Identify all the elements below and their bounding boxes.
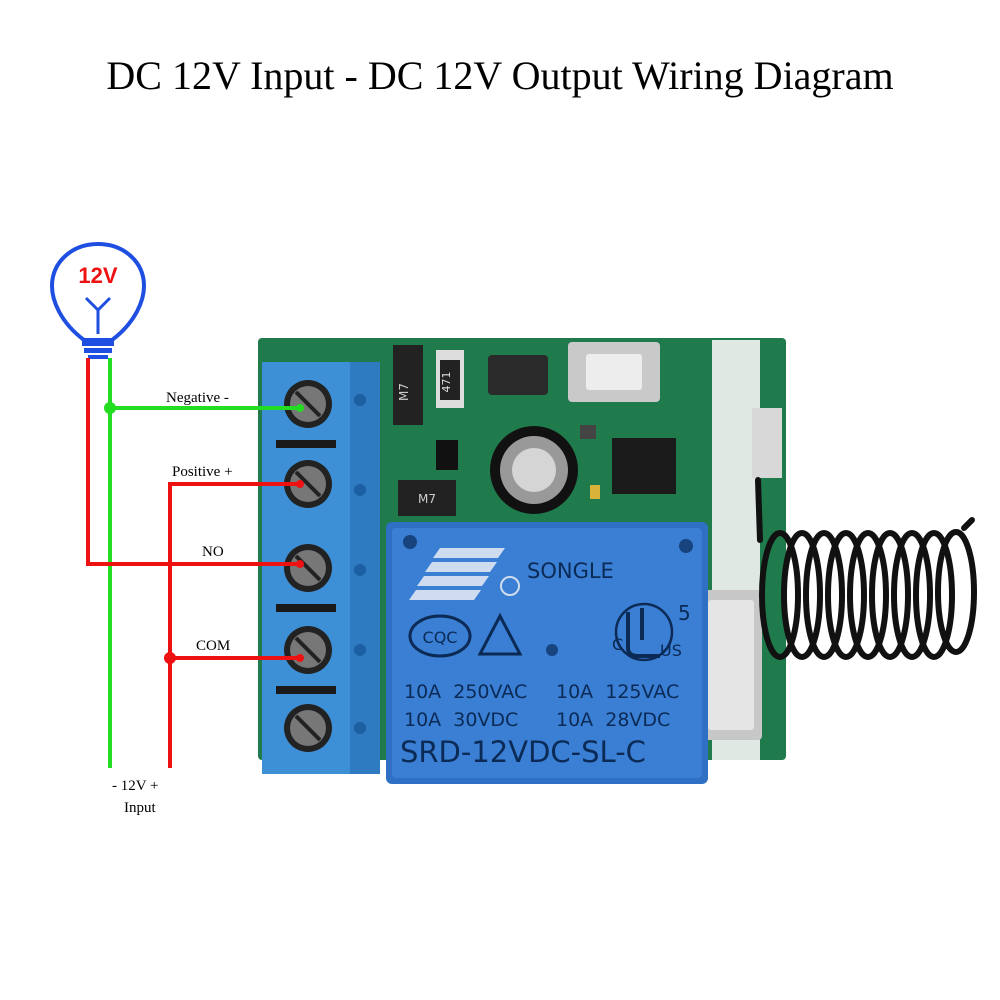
- antenna-coil: [755, 477, 977, 660]
- relay-rating-1-right: 10A 125VAC: [556, 681, 679, 703]
- pcb-component-label: M7: [397, 383, 411, 401]
- cqc-logo-icon: CQC: [408, 614, 472, 658]
- label-com: COM: [196, 638, 230, 654]
- label-negative: Negative -: [166, 390, 229, 406]
- relay-model: SRD-12VDC-SL-C: [400, 735, 646, 769]
- page-title: DC 12V Input - DC 12V Output Wiring Diag…: [106, 53, 894, 98]
- cert-number: 5: [678, 601, 691, 625]
- ul-mark-icon: [614, 602, 674, 662]
- songle-logo-icon: [409, 548, 520, 600]
- relay-rating-1-left: 10A 250VAC: [404, 681, 527, 703]
- relay-brand: SONGLE: [527, 559, 614, 583]
- relay: SONGLE CQC C 5 US 10A 250VAC 10A 125VAC …: [386, 522, 708, 784]
- bulb-voltage-label: 12V: [78, 263, 117, 288]
- red-terminal-contact: [296, 480, 304, 488]
- terminal-screw-1: [284, 380, 332, 428]
- light-bulb-icon: [49, 241, 147, 359]
- label-input-voltage: - 12V +: [112, 778, 159, 794]
- red-terminal-contact: [296, 560, 304, 568]
- terminal-screw-4: [284, 626, 332, 674]
- warning-triangle-icon: [477, 612, 523, 656]
- cert-us-mark: US: [660, 641, 682, 660]
- red-terminal-contact: [296, 654, 304, 662]
- svg-text:CQC: CQC: [423, 628, 458, 647]
- relay-rating-2-left: 10A 30VDC: [404, 709, 518, 731]
- green-junction: [104, 402, 116, 414]
- green-terminal-contact: [296, 404, 304, 412]
- terminal-screw-2: [284, 460, 332, 508]
- label-input: Input: [124, 800, 156, 816]
- label-no: NO: [202, 544, 224, 560]
- red-junction: [164, 652, 176, 664]
- relay-rating-2-right: 10A 28VDC: [556, 709, 670, 731]
- wire-red: [86, 358, 300, 768]
- terminal-screw-3: [284, 544, 332, 592]
- pcb-component-label: 471: [440, 372, 453, 393]
- terminal-screw-5: [284, 704, 332, 752]
- pcb-component-label: M7: [418, 492, 436, 506]
- label-positive: Positive +: [172, 464, 233, 480]
